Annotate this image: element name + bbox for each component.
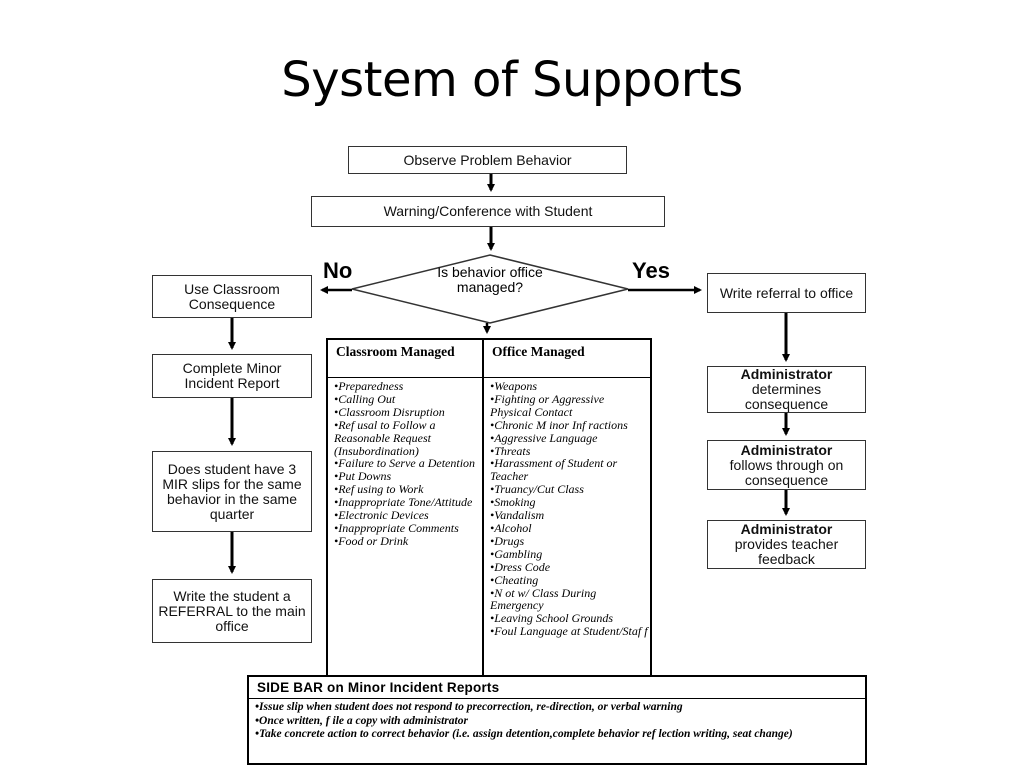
office-item: •Aggressive Language [490, 430, 598, 445]
classroom-managed-list: •Preparedness•Calling Out•Classroom Disr… [328, 378, 482, 548]
admin-determines-text: determines consequence [744, 381, 829, 412]
classroom-item: •Preparedness [334, 379, 404, 393]
office-item: •Chronic M inor Inf ractions [490, 417, 628, 432]
classroom-item: •Inappropriate Comments [334, 520, 459, 535]
classroom-managed-column: Classroom Managed •Preparedness•Calling … [328, 340, 484, 676]
sidebar-list: •Issue slip when student does not respon… [249, 699, 865, 744]
classroom-managed-header: Classroom Managed [328, 340, 482, 378]
behavior-table: Classroom Managed •Preparedness•Calling … [326, 338, 652, 678]
admin-determines-box: Administrator determines consequence [707, 366, 866, 413]
office-managed-list: •Weapons•Fighting or Aggressive Physical… [484, 378, 650, 638]
office-item: •Threats [490, 443, 531, 458]
sidebar-item: •Issue slip when student does not respon… [255, 701, 683, 713]
office-item: •Cheating [490, 572, 539, 587]
admin-feedback-title: Administrator [740, 521, 833, 537]
decision-diamond [351, 254, 629, 324]
classroom-item: •Ref using to Work [334, 482, 424, 497]
office-item: •Harassment of Student or Teacher [490, 456, 618, 484]
classroom-item: •Ref usal to Follow a Reasonable Request… [334, 417, 436, 458]
classroom-consequence-box: Use Classroom Consequence [152, 275, 312, 318]
office-item: •Foul Language at Student/Staf f [490, 624, 648, 639]
no-label: No [323, 258, 353, 283]
office-item: •Dress Code [490, 559, 551, 574]
admin-follows-box: Administrator follows through on consequ… [707, 440, 866, 490]
observe-box: Observe Problem Behavior [348, 146, 627, 174]
admin-feedback-text: provides teacher feedback [734, 536, 839, 567]
classroom-item: •Calling Out [334, 391, 396, 406]
office-item: •Leaving School Grounds [490, 611, 614, 626]
sidebar-minor-reports: SIDE BAR on Minor Incident Reports •Issu… [247, 675, 867, 765]
sidebar-item: •Once written, f ile a copy with adminis… [255, 714, 468, 727]
admin-determines-title: Administrator [740, 366, 833, 382]
office-item: •Alcohol [490, 520, 532, 535]
office-item: •Weapons [490, 379, 538, 393]
admin-feedback-box: Administrator provides teacher feedback [707, 520, 866, 569]
classroom-item: •Put Downs [334, 469, 392, 484]
classroom-item: •Inappropriate Tone/Attitude [334, 495, 473, 510]
classroom-item: •Electronic Devices [334, 508, 429, 523]
office-item: •Drugs [490, 533, 525, 548]
referral-box: Write the student a REFERRAL to the main… [152, 579, 312, 643]
office-item: •Vandalism [490, 508, 545, 523]
classroom-item: •Failure to Serve a Detention [334, 456, 476, 471]
admin-follows-title: Administrator [740, 441, 833, 458]
slide-title: System of Supports [281, 52, 743, 108]
office-item: •Fighting or Aggressive Physical Contact [490, 391, 605, 419]
office-item: •Gambling [490, 546, 543, 561]
admin-follows-text: follows through on consequence [729, 456, 844, 488]
yes-label: Yes [632, 258, 670, 283]
office-item: •Smoking [490, 495, 536, 510]
sidebar-title: SIDE BAR on Minor Incident Reports [249, 677, 865, 699]
mir-check-box: Does student have 3 MIR slips for the sa… [152, 451, 312, 532]
warning-box: Warning/Conference with Student [311, 196, 665, 227]
office-managed-header: Office Managed [484, 340, 650, 378]
office-item: •Truancy/Cut Class [490, 482, 584, 497]
classroom-item: •Food or Drink [334, 533, 409, 548]
decision-label: Is behavior office managed? [437, 264, 543, 295]
write-referral-box: Write referral to office [707, 273, 866, 313]
classroom-item: •Classroom Disruption [334, 404, 445, 419]
sidebar-item: •Take concrete action to correct behavio… [255, 728, 793, 740]
office-managed-column: Office Managed •Weapons•Fighting or Aggr… [484, 340, 650, 676]
minor-report-box: Complete Minor Incident Report [152, 354, 312, 398]
office-item: •N ot w/ Class During Emergency [490, 585, 597, 613]
